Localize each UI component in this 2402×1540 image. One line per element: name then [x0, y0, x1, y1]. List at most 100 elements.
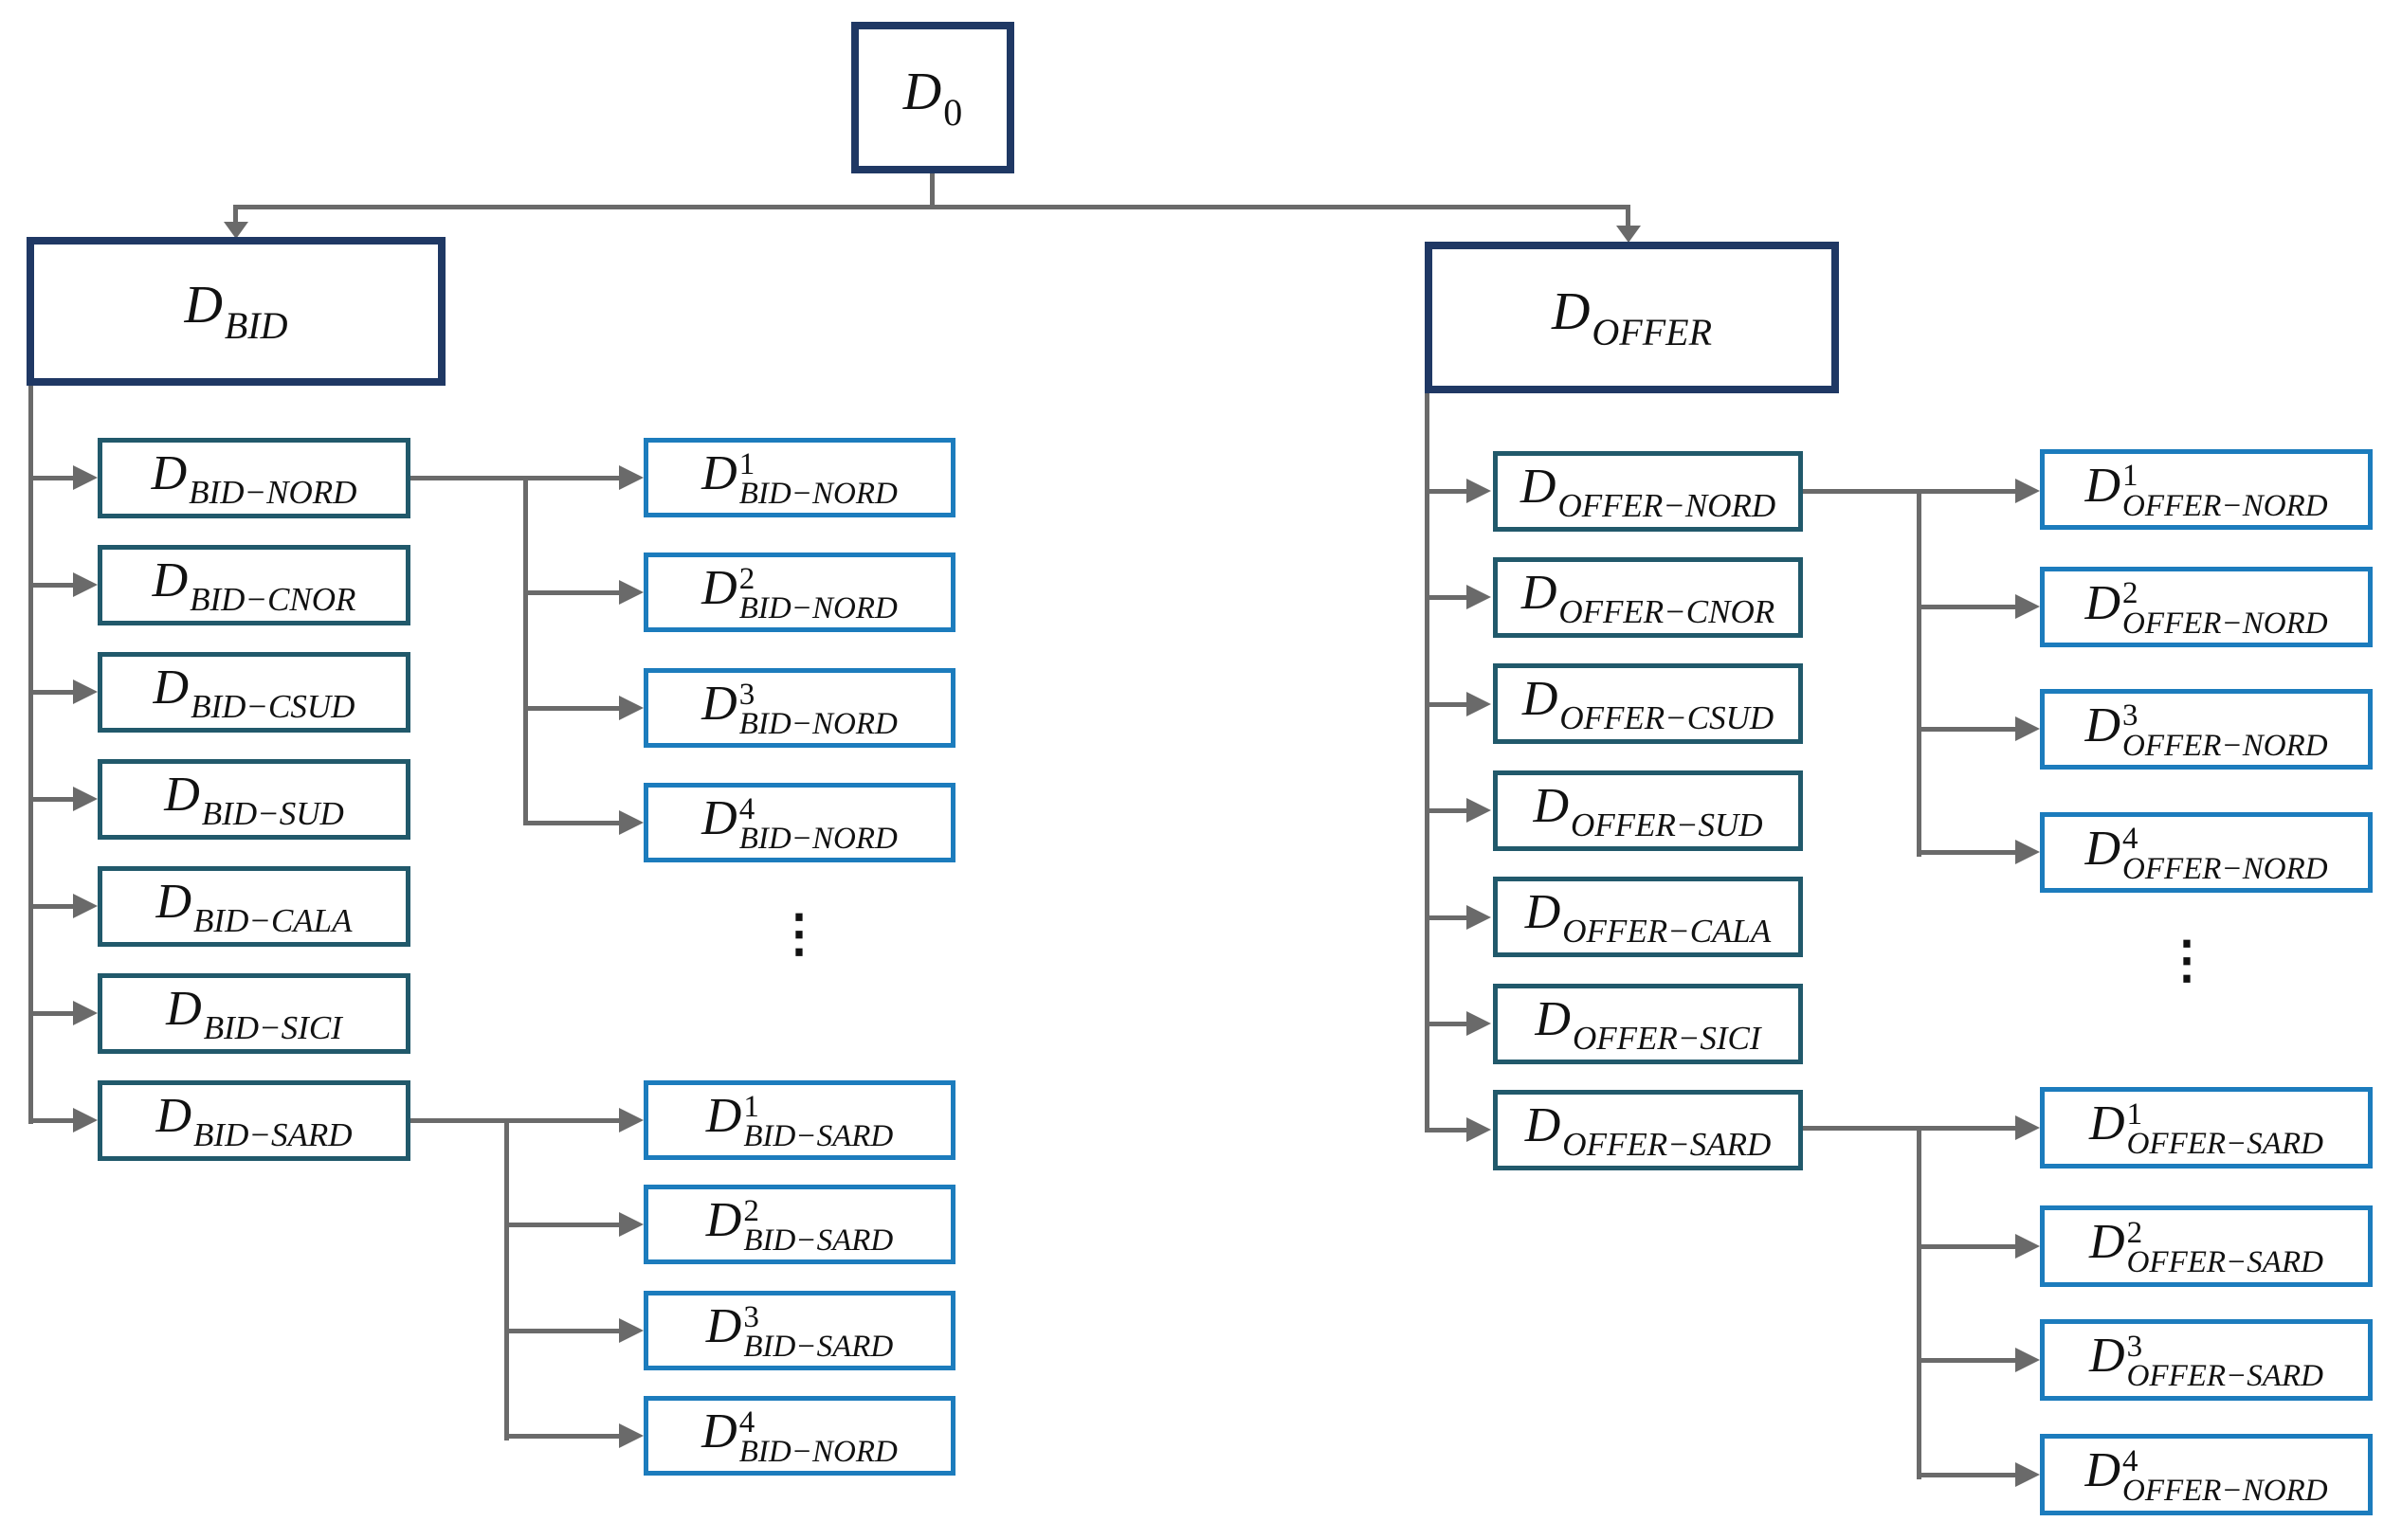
label-subscript: BID−SARD [743, 1330, 894, 1365]
node-label: DOFFER−NORD [1520, 459, 1775, 525]
connector-line [28, 1011, 73, 1016]
connector-arrowhead [2015, 1462, 2040, 1487]
node-d-bid-cnor: DBID−CNOR [98, 545, 410, 625]
label-subscript: OFFER−SARD [1562, 1125, 1772, 1163]
node-label: DOFFER [1552, 281, 1712, 354]
label-base: D [902, 62, 942, 121]
node-label: DOFFER−SARD [1525, 1097, 1772, 1164]
label-subscript: BID−CNOR [190, 580, 356, 618]
connector-offer-sard-out [1803, 1126, 1921, 1131]
connector-arrowhead [619, 580, 644, 605]
connector-line [523, 821, 619, 825]
connector-arrowhead [73, 1001, 98, 1025]
connector-line [1921, 489, 2015, 494]
label-superscript: 4 [738, 791, 755, 826]
label-subscript: BID−NORD [189, 473, 357, 511]
node-label: D0 [903, 62, 962, 135]
connector-bid-nord-out [410, 476, 528, 480]
connector-line [1425, 808, 1466, 813]
label-superscript: 1 [2122, 459, 2138, 494]
node-d-offer: DOFFER [1425, 242, 1839, 393]
connector-offer-trunk [1425, 391, 1429, 1132]
connector-line [28, 904, 73, 909]
connector-line [1917, 605, 2015, 609]
node-d-offer-sici: DOFFER−SICI [1493, 984, 1803, 1064]
label-base: D [1521, 671, 1558, 726]
connector-line [1917, 1358, 2015, 1363]
connector-offer-nord-out [1803, 489, 1921, 494]
connector-arrowhead [1466, 1011, 1491, 1036]
node-d-offer-cnor: DOFFER−CNOR [1493, 557, 1803, 638]
label-subscript: BID−CSUD [191, 687, 355, 725]
label-subscript: OFFER−CALA [1562, 912, 1772, 950]
connector-arrowhead [73, 894, 98, 918]
label-base: D [153, 660, 190, 715]
label-base: D [152, 553, 189, 607]
connector-line [1917, 850, 2015, 855]
label-subscript: BID−SICI [203, 1008, 342, 1046]
connector-line [528, 476, 619, 480]
label-subscript: BID−SARD [743, 1119, 894, 1154]
connector-line [1917, 1473, 2015, 1477]
label-subscript: OFFER−SARD [2126, 1359, 2323, 1394]
label-subscript: BID−NORD [738, 477, 898, 512]
connector-arrowhead [73, 787, 98, 811]
label-subscript: OFFER−NORD [2122, 851, 2328, 886]
connector-line [1425, 915, 1466, 920]
node-d-bid-sard: DBID−SARD [98, 1080, 410, 1161]
label-superscript: 3 [743, 1299, 759, 1334]
connector-offer-nord-subtrunk [1917, 489, 1921, 857]
node-label: DOFFER−CSUD [1522, 671, 1774, 737]
connector-offer-sard-subtrunk [1917, 1126, 1921, 1479]
node-d-offer-nord: DOFFER−NORD [1493, 451, 1803, 532]
node-d-offer-cala: DOFFER−CALA [1493, 877, 1803, 957]
connector-line [1425, 1022, 1466, 1026]
label-base: D [1520, 565, 1557, 620]
node-d-bid-sud: DBID−SUD [98, 759, 410, 840]
node-d-bid-csud: DBID−CSUD [98, 652, 410, 733]
label-superscript: 2 [2122, 576, 2138, 611]
connector-top-horizontal [233, 205, 1630, 209]
label-superscript: 3 [738, 677, 755, 712]
node-label: DBID−SUD [164, 767, 344, 833]
label-superscript: 2 [2126, 1215, 2143, 1250]
node-label: DBID [184, 275, 287, 348]
label-subscript: OFFER−CSUD [1559, 698, 1774, 736]
connector-line [504, 1329, 619, 1333]
connector-bid-nord-subtrunk [523, 476, 528, 825]
connector-line [523, 706, 619, 711]
label-subscript: OFFER−SARD [2126, 1127, 2323, 1162]
label-base: D [1524, 884, 1561, 939]
connector-line [28, 476, 73, 480]
connector-arrowhead [73, 465, 98, 490]
node-label: DOFFER−CALA [1525, 884, 1772, 951]
label-base: D [701, 561, 737, 616]
connector-arrowhead [619, 1318, 644, 1343]
label-base: D [155, 1088, 192, 1143]
label-base: D [705, 1089, 742, 1144]
connector-arrowhead [1466, 798, 1491, 823]
label-superscript: 2 [743, 1193, 759, 1228]
connector-bid-trunk [28, 384, 33, 1124]
label-base: D [705, 1193, 742, 1248]
